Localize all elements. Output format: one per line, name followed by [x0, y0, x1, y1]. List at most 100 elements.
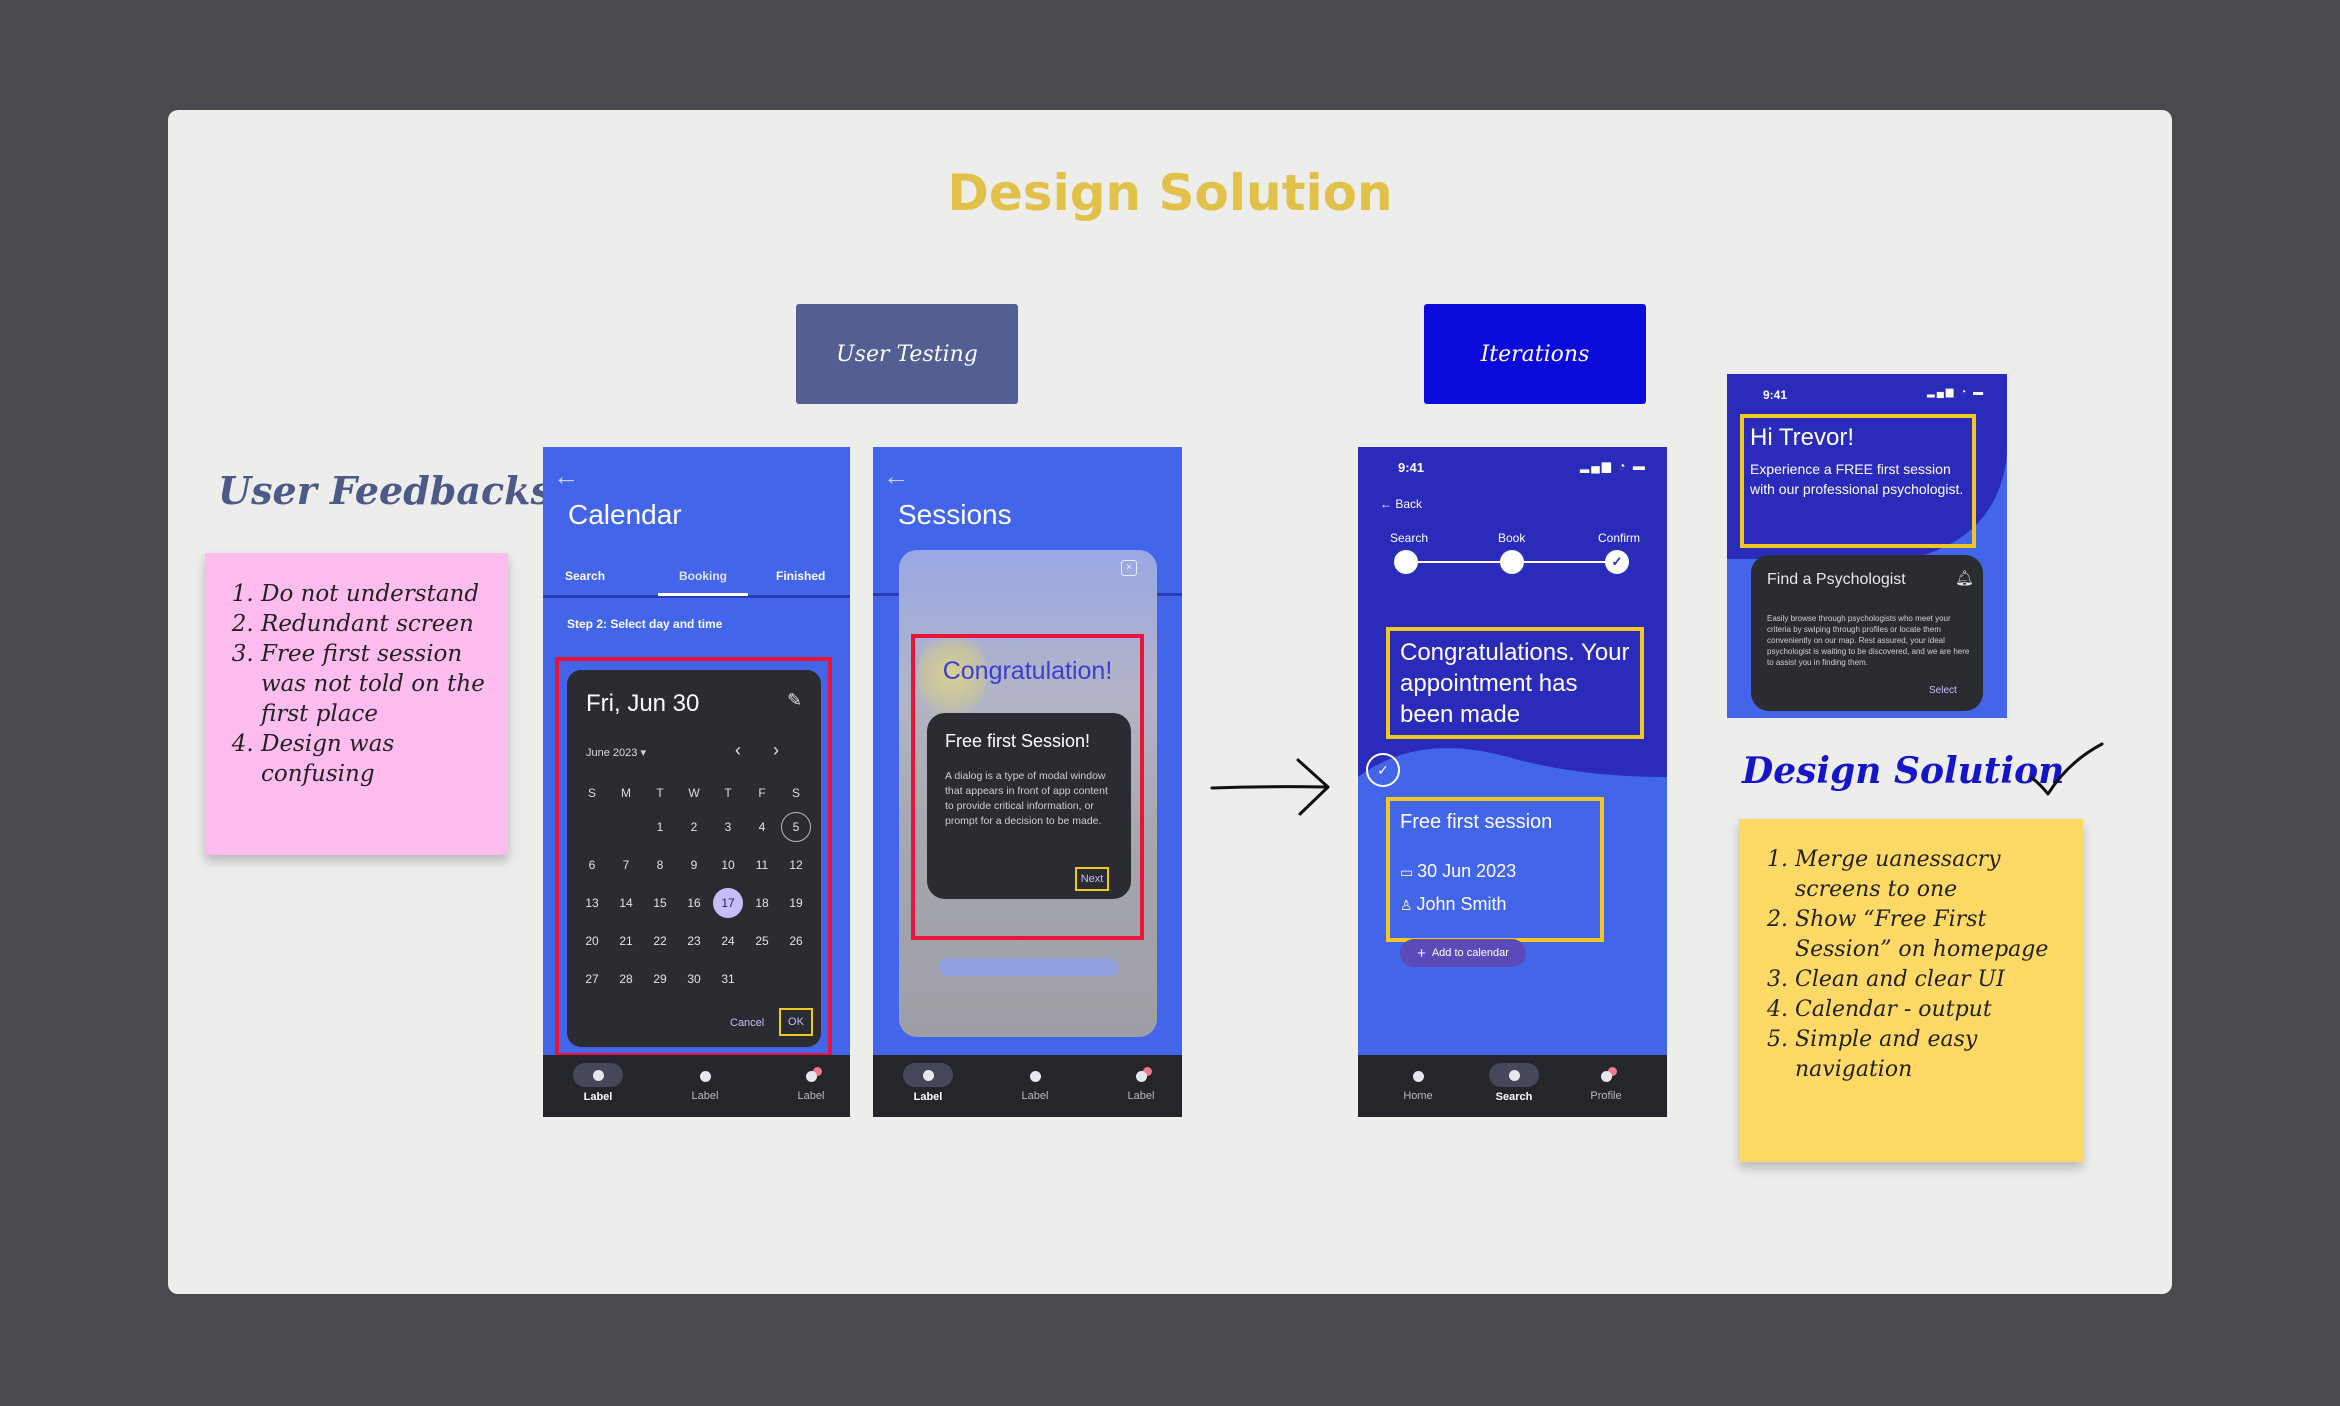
back-link[interactable]: ← Back — [1380, 497, 1422, 511]
dropdown-icon: ▾ — [640, 747, 646, 759]
bell-icon[interactable]: 🔔︎ — [1955, 570, 1975, 587]
day-cell[interactable]: 18 — [755, 896, 769, 910]
edit-icon[interactable]: ✎ — [787, 690, 803, 710]
next-month-icon[interactable]: › — [773, 740, 779, 760]
ok-button[interactable]: OK — [779, 1008, 813, 1036]
person-icon: ♙ — [1400, 897, 1417, 913]
day-cell[interactable]: 3 — [724, 820, 732, 834]
background-wave — [1727, 374, 2007, 566]
step-dot — [1394, 550, 1418, 574]
day-cell[interactable]: 16 — [687, 896, 701, 910]
nav-item[interactable]: Label — [1105, 1071, 1177, 1102]
tab-finished[interactable]: Finished — [776, 569, 826, 583]
nav-item[interactable]: Label — [892, 1063, 964, 1103]
button-label: Add to calendar — [1431, 947, 1509, 959]
status-icons: ▂▄▆ ◔ ▬ — [1580, 459, 1647, 473]
session-person: ♙ John Smith — [1400, 894, 1507, 915]
session-title: Free first session — [1400, 811, 1553, 833]
nav-search[interactable]: Search — [1478, 1063, 1550, 1103]
day-cell[interactable]: 10 — [721, 858, 735, 872]
day-cell[interactable]: 27 — [585, 972, 599, 986]
day-cell[interactable]: 20 — [585, 934, 599, 948]
back-arrow-icon: ← — [1380, 497, 1396, 511]
date-header: Fri, Jun 30 — [586, 690, 700, 717]
day-cell[interactable]: 12 — [789, 858, 803, 872]
card-body: Easily browse through psychologists who … — [1767, 614, 1970, 667]
nav-label: Label — [1127, 1090, 1155, 1102]
day-cell[interactable]: 26 — [789, 934, 803, 948]
day-cell[interactable]: 14 — [619, 896, 633, 910]
next-button[interactable]: Next — [1075, 867, 1109, 891]
tab-indicator — [658, 593, 748, 596]
list-item: Merge uanessacry screens to one — [1795, 845, 2069, 905]
day-cell[interactable]: 8 — [656, 858, 664, 872]
day-cell[interactable]: 23 — [687, 934, 701, 948]
day-cell[interactable]: 9 — [690, 858, 698, 872]
day-cell[interactable]: 7 — [622, 858, 630, 872]
calendar-icon: ▭ — [1400, 864, 1418, 880]
weekday-label: S — [587, 786, 596, 800]
day-cell[interactable]: 1 — [656, 820, 664, 834]
day-cell[interactable]: 19 — [789, 896, 803, 910]
solution-heading: Design Solution — [1742, 750, 2065, 792]
day-cell[interactable]: 31 — [721, 972, 735, 986]
home-icon — [1412, 1071, 1424, 1082]
weekday-label: T — [656, 786, 664, 800]
nav-dot-icon — [1029, 1071, 1041, 1082]
feedback-heading: User Feedbacks — [218, 468, 552, 513]
nav-label: Label — [691, 1090, 719, 1102]
cancel-button[interactable]: Cancel — [730, 1017, 765, 1029]
close-icon[interactable]: × — [1121, 560, 1137, 576]
weekday-label: W — [688, 786, 700, 800]
day-cell[interactable]: 30 — [687, 972, 701, 986]
day-cell[interactable]: 24 — [721, 934, 735, 948]
feedback-sticky: Do not understand Redundant screen Free … — [205, 553, 508, 855]
day-cell[interactable]: 29 — [653, 972, 667, 986]
list-item: Free first session was not told on the f… — [261, 639, 498, 729]
nav-dot-icon — [699, 1071, 711, 1082]
nav-profile[interactable]: Profile — [1570, 1071, 1642, 1102]
highlight-box — [1740, 414, 1976, 548]
day-cell[interactable]: 11 — [755, 858, 769, 872]
nav-label: Home — [1403, 1090, 1433, 1102]
select-button[interactable]: Select — [1929, 685, 1957, 696]
card-title: Find a Psychologist — [1767, 571, 1906, 588]
confirmation-screen: 9:41 ▂▄▆ ◔ ▬ ← Back Search Book Confirm … — [1358, 447, 1667, 1117]
nav-item[interactable]: Label — [775, 1071, 847, 1102]
list-item: Calendar - output — [1795, 995, 2069, 1025]
iterations-tag: Iterations — [1424, 304, 1646, 404]
nav-label: Label — [583, 1091, 613, 1103]
back-arrow-icon[interactable]: ← — [883, 461, 909, 491]
nav-home[interactable]: Home — [1382, 1071, 1454, 1102]
day-cell[interactable]: 4 — [758, 820, 766, 834]
day-cell[interactable]: 28 — [619, 972, 633, 986]
bottom-nav: Home Search Profile — [1358, 1055, 1667, 1117]
back-label: Back — [1395, 497, 1423, 511]
step-label: Search — [1390, 531, 1429, 545]
nav-item[interactable]: Label — [999, 1071, 1071, 1102]
nav-item[interactable]: Label — [669, 1071, 741, 1102]
prev-month-icon[interactable]: ‹ — [735, 740, 741, 760]
day-cell-today[interactable]: 5 — [779, 808, 813, 846]
day-cell[interactable]: 6 — [588, 858, 596, 872]
month-selector[interactable]: June 2023 ▾ — [586, 746, 646, 759]
day-cell-selected[interactable]: 17 — [711, 884, 745, 922]
find-psychologist-card[interactable]: Find a Psychologist 🔔︎ Easily browse thr… — [1751, 555, 1983, 711]
back-arrow-icon[interactable]: ← — [553, 461, 579, 491]
home-screen: 9:41 ▂▄▆ ◔ ▬ Hi Trevor! Experience a FRE… — [1727, 374, 2007, 718]
session-date: ▭ 30 Jun 2023 — [1400, 861, 1516, 882]
tab-booking[interactable]: Booking — [679, 569, 727, 583]
add-to-calendar-button[interactable]: +Add to calendar — [1400, 939, 1526, 967]
day-cell[interactable]: 25 — [755, 934, 769, 948]
day-cell[interactable]: 13 — [585, 896, 599, 910]
day-cell[interactable]: 22 — [653, 934, 667, 948]
nav-item[interactable]: Label — [562, 1063, 634, 1103]
day-cell[interactable]: 21 — [619, 934, 633, 948]
highlight-box — [911, 634, 1144, 940]
list-item: Clean and clear UI — [1795, 965, 2069, 995]
free-session-dialog: Free first Session! A dialog is a type o… — [927, 713, 1131, 899]
tab-search[interactable]: Search — [565, 569, 606, 583]
board-title: Design Solution — [947, 164, 1393, 222]
day-cell[interactable]: 2 — [690, 820, 698, 834]
day-cell[interactable]: 15 — [653, 896, 667, 910]
